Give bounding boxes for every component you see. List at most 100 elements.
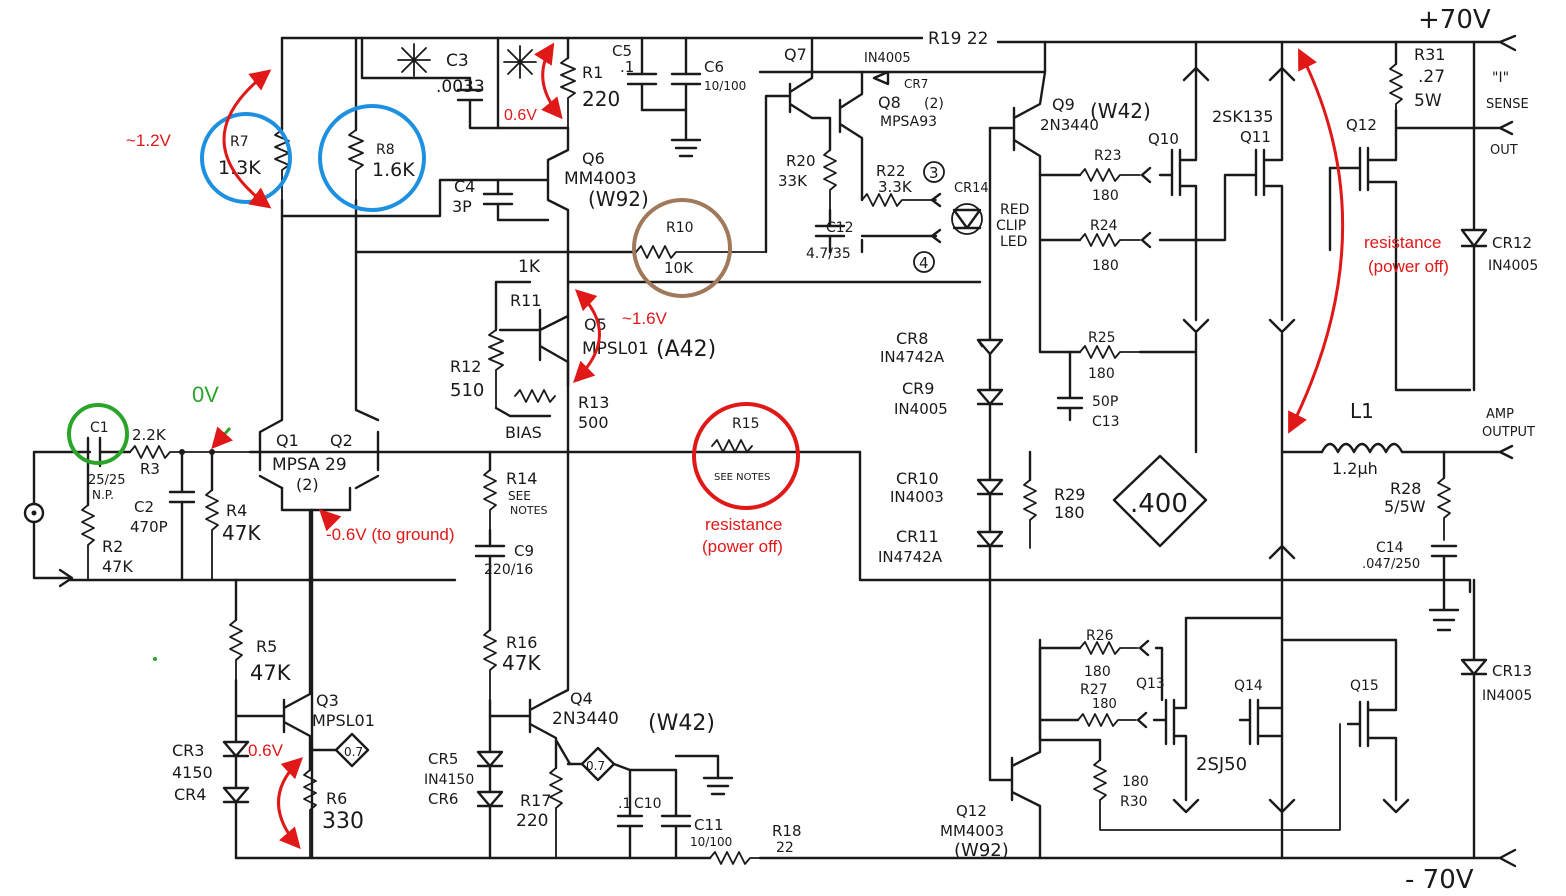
led-label-red: RED bbox=[1000, 202, 1029, 218]
r25-label: R25 bbox=[1088, 330, 1116, 346]
highlight-c1 bbox=[67, 403, 129, 465]
c4-value: 3P bbox=[452, 197, 472, 216]
r26-value: 180 bbox=[1084, 664, 1111, 680]
q11-label: Q11 bbox=[1240, 128, 1271, 146]
r5-label: R5 bbox=[256, 637, 277, 656]
cr8-label: CR8 bbox=[896, 329, 928, 348]
node-4-marker bbox=[913, 251, 935, 273]
cr10-type: IN4003 bbox=[890, 488, 944, 506]
q14-label: Q14 bbox=[1234, 678, 1263, 694]
q4-type: 2N3440 bbox=[552, 709, 619, 729]
r14-label: R14 bbox=[506, 469, 537, 488]
r15-resistor bbox=[711, 439, 753, 453]
c1-label: C1 bbox=[90, 420, 109, 436]
q1q2-type: MPSA 29 bbox=[272, 455, 347, 475]
pos-rail-label: +70V bbox=[1418, 5, 1491, 35]
r1-value: 220 bbox=[582, 87, 620, 111]
annotation-v-in: 0V bbox=[192, 382, 219, 407]
cr13-label: CR13 bbox=[1492, 662, 1532, 680]
cr5-cr6-value: IN4150 bbox=[424, 772, 474, 788]
q8-label: Q8 bbox=[878, 93, 901, 112]
r20-value: 33K bbox=[778, 172, 808, 190]
q3-bias-box: 0.7 bbox=[344, 745, 363, 759]
cr11-type: IN4742A bbox=[878, 548, 943, 566]
c6-value: 10/100 bbox=[704, 79, 746, 93]
r13-value: 500 bbox=[578, 413, 609, 432]
r6-value: 330 bbox=[322, 809, 364, 834]
cr10-label: CR10 bbox=[896, 469, 939, 488]
q10-label: Q10 bbox=[1148, 130, 1179, 148]
r28-label: R28 bbox=[1390, 479, 1421, 498]
cr13-type: IN4005 bbox=[1482, 688, 1532, 704]
c3-value: .0033 bbox=[436, 77, 485, 97]
node-3-label: 3 bbox=[929, 164, 939, 182]
r30-label: R30 bbox=[1120, 794, 1148, 810]
led-label-led: LED bbox=[1000, 234, 1027, 250]
multiplier-box: .400 bbox=[1130, 489, 1188, 519]
r19-label: R19 22 bbox=[928, 29, 988, 49]
diff-pair bbox=[248, 36, 862, 860]
r2-value: 47K bbox=[102, 557, 133, 576]
annotation-v-tail: -0.6V (to ground) bbox=[326, 525, 455, 544]
c12-value: 4.7/35 bbox=[806, 246, 851, 262]
r14-c9-branch bbox=[474, 450, 532, 860]
r31-label: R31 bbox=[1414, 45, 1445, 64]
r28-value: 5/5W bbox=[1384, 497, 1426, 516]
r18-value: 22 bbox=[776, 840, 794, 856]
q15-label: Q15 bbox=[1350, 678, 1379, 694]
r22-value: 3.3K bbox=[878, 178, 913, 196]
cr9-label: CR9 bbox=[902, 379, 934, 398]
c1-value: 25/25 bbox=[88, 473, 125, 488]
bias-diode-string bbox=[858, 126, 1472, 782]
c13-value: 50P bbox=[1092, 394, 1118, 410]
q12-bottom-type: MM4003 bbox=[940, 822, 1004, 840]
annotation-v-r7: ~1.2V bbox=[126, 131, 172, 150]
c10-value: .1 bbox=[618, 796, 631, 812]
c13-label: C13 bbox=[1092, 414, 1120, 430]
q3-type: MPSL01 bbox=[312, 711, 375, 730]
r23-value: 180 bbox=[1092, 188, 1119, 204]
node-4-label: 4 bbox=[919, 254, 929, 272]
cr5-label: CR5 bbox=[428, 750, 458, 768]
r15-note: SEE NOTES bbox=[714, 472, 770, 483]
q6-code: (W92) bbox=[588, 187, 649, 211]
r14-note2: NOTES bbox=[510, 504, 548, 517]
highlight-r8 bbox=[318, 104, 426, 212]
annotation-r15-power-off: (power off) bbox=[702, 537, 783, 556]
cr11-label: CR11 bbox=[896, 527, 939, 546]
r6-label: R6 bbox=[326, 789, 347, 808]
c14-value: .047/250 bbox=[1362, 557, 1420, 572]
r7-label: R7 bbox=[230, 134, 249, 150]
c2-value: 470P bbox=[130, 518, 168, 536]
q9-type: 2N3440 bbox=[1040, 116, 1099, 134]
q6-type: MM4003 bbox=[564, 169, 637, 189]
q7-label: Q7 bbox=[784, 45, 807, 64]
cr9-type: IN4005 bbox=[894, 400, 948, 418]
r5-value: 47K bbox=[250, 661, 292, 685]
q9-label: Q9 bbox=[1052, 95, 1075, 114]
q5-code: (A42) bbox=[656, 337, 716, 362]
r3-value: 2.2K bbox=[132, 426, 167, 444]
negative-rail bbox=[234, 848, 1517, 868]
cr7-type: IN4005 bbox=[864, 51, 911, 66]
annotation-v-q3: 0.6V bbox=[248, 741, 284, 760]
q13-label: Q13 bbox=[1136, 676, 1165, 692]
r8-label: R8 bbox=[376, 142, 395, 158]
r12-value: 510 bbox=[450, 380, 484, 401]
r31-watt: 5W bbox=[1414, 91, 1442, 111]
q6-label: Q6 bbox=[582, 149, 605, 168]
arrow-q3-voltage bbox=[277, 757, 304, 850]
c1-np: N.P. bbox=[92, 488, 114, 502]
r18-label: R18 bbox=[772, 822, 802, 840]
q5-type: MPSL01 bbox=[582, 339, 649, 359]
q12-top-label: Q12 bbox=[1346, 116, 1377, 134]
r16-value: 47K bbox=[502, 651, 541, 675]
cr14-label: CR14 bbox=[954, 181, 989, 196]
r14-note1: SEE bbox=[508, 489, 531, 503]
cr12-type: IN4005 bbox=[1488, 258, 1538, 274]
neg-rail-label: - 70V bbox=[1405, 865, 1474, 895]
r4-label: R4 bbox=[226, 501, 247, 520]
r15-label: R15 bbox=[732, 416, 760, 432]
c11-value: 10/100 bbox=[690, 835, 732, 849]
